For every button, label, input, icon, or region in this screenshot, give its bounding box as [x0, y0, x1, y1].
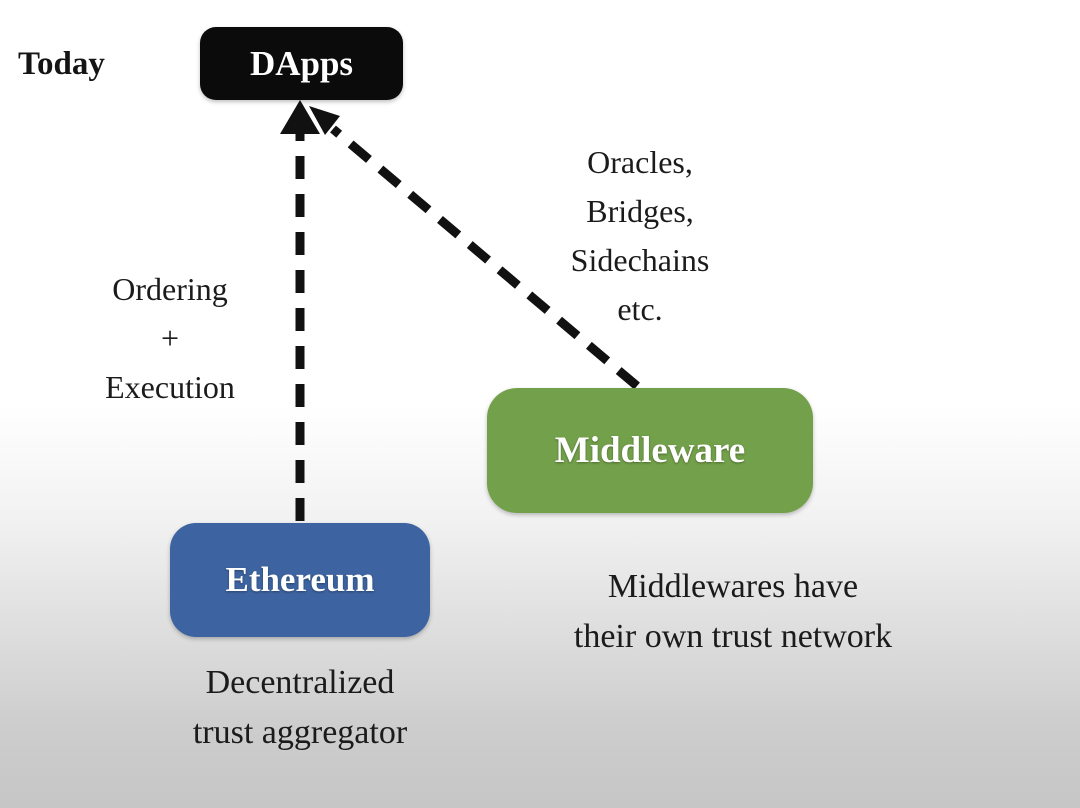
edge-label-ordering-execution: Ordering + Execution [60, 265, 280, 412]
period-label: Today [18, 46, 105, 82]
edge-label-line: Execution [105, 369, 235, 405]
node-dapps: DApps [200, 27, 403, 100]
caption-line: trust aggregator [192, 714, 408, 751]
caption-middleware: Middlewares have their own trust network [510, 562, 956, 662]
node-dapps-label: DApps [249, 43, 354, 83]
caption-line: Decentralized [205, 664, 395, 701]
node-middleware: Middleware [487, 388, 813, 513]
arrowhead-ethereum-to-dapps [280, 100, 320, 134]
caption-line: Middlewares have [607, 568, 859, 605]
caption-ethereum: Decentralized trust aggregator [100, 658, 500, 758]
edge-label-line: Oracles, [587, 144, 693, 180]
caption-line: their own trust network [573, 618, 893, 655]
node-ethereum: Ethereum [170, 523, 430, 637]
edge-label-line: Sidechains [570, 242, 710, 278]
edge-label-line: + [160, 320, 180, 356]
edge-label-oracles-bridges: Oracles, Bridges, Sidechains etc. [480, 138, 800, 334]
node-ethereum-label: Ethereum [225, 560, 375, 599]
edge-label-line: Bridges, [586, 193, 694, 229]
edge-label-line: Ordering [112, 271, 228, 307]
node-middleware-label: Middleware [554, 430, 746, 471]
edge-label-line: etc. [617, 291, 663, 327]
arrowhead-middleware-to-dapps [309, 106, 340, 135]
